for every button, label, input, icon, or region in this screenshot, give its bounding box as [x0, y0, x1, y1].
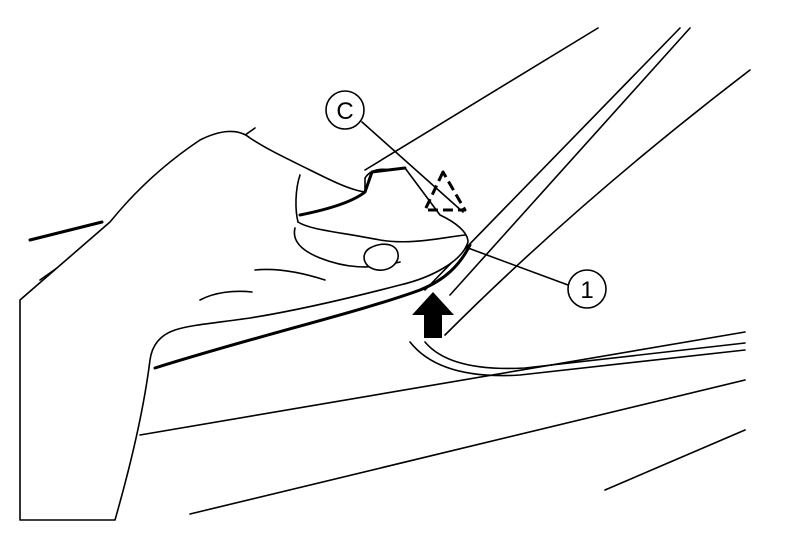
- callout-c-label: C: [336, 98, 353, 125]
- up-arrow-icon: [412, 292, 454, 338]
- callout-1-label: 1: [580, 277, 593, 304]
- dash-edge-line: [139, 331, 746, 436]
- pillar-channel-line-b: [449, 27, 691, 296]
- triangle-clip-icon: [423, 170, 467, 212]
- lower-right-line: [604, 429, 746, 491]
- door-frame-curve-inner: [424, 341, 746, 370]
- pillar-channel-line-a: [424, 27, 681, 291]
- callout-1-leader: [467, 247, 569, 286]
- callout-c: C: [325, 90, 365, 130]
- knuckle-line: [254, 268, 326, 281]
- palm-crease: [199, 290, 253, 301]
- index-finger-edge: [295, 174, 301, 223]
- pillar-inner-edge: [444, 69, 751, 336]
- pillar-edge-upper: [364, 27, 599, 171]
- trim-piece-edge: [153, 243, 472, 370]
- callout-c-leader: [361, 121, 464, 213]
- finger-underside: [297, 221, 466, 243]
- vehicle-structure-lines: [39, 27, 751, 515]
- door-frame-curve-outer: [409, 341, 746, 377]
- hand-shape: [19, 130, 469, 521]
- lower-body-line: [189, 379, 746, 515]
- hand-illustration: [19, 130, 469, 521]
- trim-edge-left: [28, 220, 104, 242]
- trim-top-edge: [298, 166, 407, 217]
- callout-1: 1: [567, 269, 607, 309]
- thumb-nail: [363, 243, 399, 271]
